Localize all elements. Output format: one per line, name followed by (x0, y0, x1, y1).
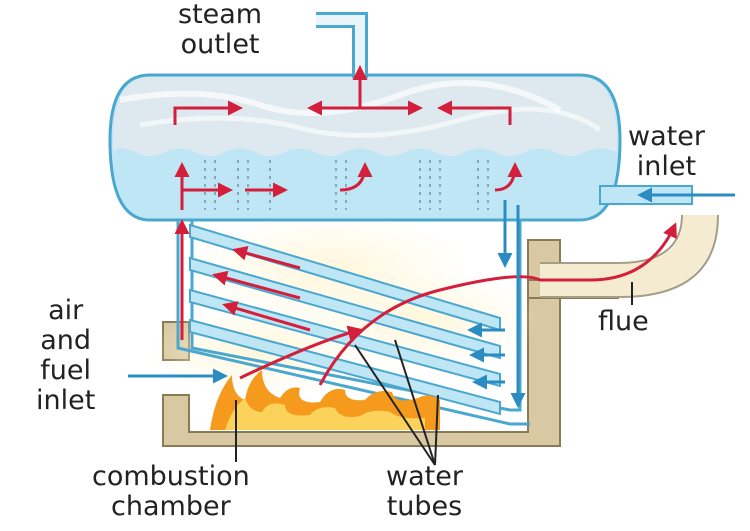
air-fuel-inlet-label-line-2: and (40, 325, 92, 356)
water-inlet-label: water inlet (628, 122, 705, 182)
water-tubes-label-line-1: water (386, 461, 463, 492)
combustion-chamber-label-line-2: chamber (111, 491, 231, 522)
combustion-chamber-label: combustion chamber (92, 462, 250, 522)
steam-outlet-pipe (316, 12, 368, 78)
water-inlet-label-line-1: water (628, 121, 705, 152)
air-fuel-inlet-label-line-3: fuel (40, 355, 92, 386)
water-tubes-label-line-2: tubes (386, 491, 463, 522)
cold-flow-arrows (128, 187, 735, 408)
flue-label-text: flue (598, 306, 649, 337)
flue-duct (540, 214, 719, 298)
combustion-chamber-label-line-1: combustion (92, 461, 250, 492)
steam-outlet-label-line-2: outlet (180, 29, 260, 60)
water-inlet-label-line-2: inlet (636, 151, 697, 182)
flames (210, 370, 440, 430)
hot-flow-arrows (173, 65, 677, 386)
steam-outlet-label-line-1: steam (178, 0, 263, 30)
air-fuel-inlet-label-line-1: air (48, 295, 84, 326)
air-fuel-inlet-label-line-4: inlet (36, 385, 96, 416)
tube-bank-frame (176, 220, 530, 426)
steam-outlet-label: steam outlet (178, 0, 262, 60)
water-tubes (189, 223, 501, 416)
water-tubes-label: water tubes (386, 462, 463, 522)
steam-drum (108, 73, 622, 222)
flue-label: flue (598, 307, 649, 337)
air-fuel-inlet-label: air and fuel inlet (36, 296, 95, 416)
bubbles (204, 160, 489, 210)
leader-lines (235, 282, 633, 466)
